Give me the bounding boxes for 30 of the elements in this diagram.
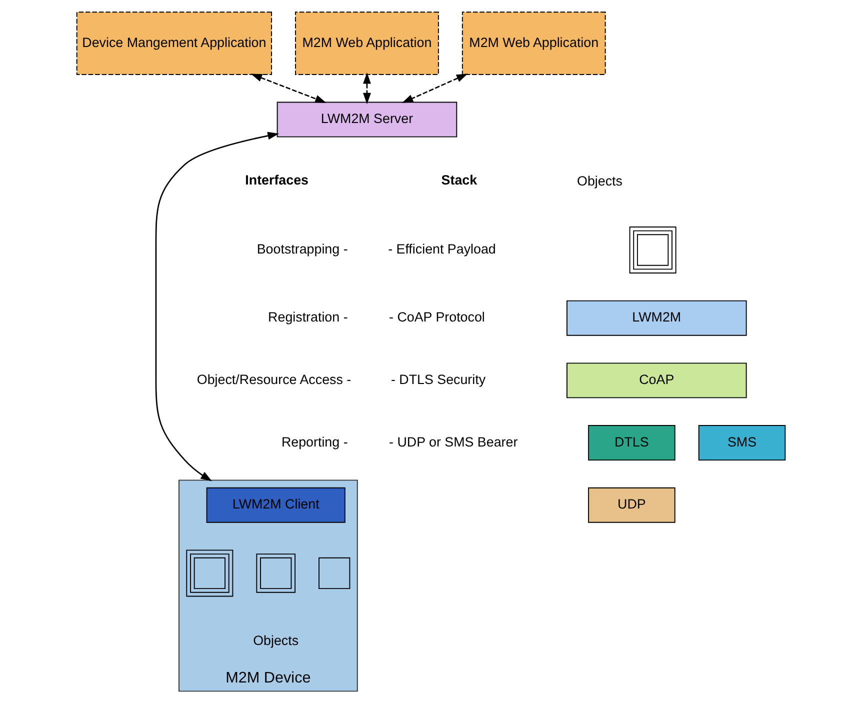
- node-box: LWM2M Client: [206, 487, 346, 523]
- label: Registration -: [268, 310, 348, 325]
- label: Bootstrapping -: [256, 242, 348, 257]
- node-box: [629, 226, 676, 274]
- node-box: SMS: [698, 425, 786, 461]
- node-box: LWM2M Server: [276, 102, 458, 138]
- label: Interfaces: [245, 172, 309, 188]
- label: Objects: [577, 173, 622, 188]
- node-box: M2M Web Application: [462, 12, 606, 75]
- node-box: [256, 554, 296, 593]
- node-box: CoAP: [566, 362, 747, 398]
- node-box: [186, 550, 234, 597]
- arrow: [363, 72, 371, 104]
- label: - Efficient Payload: [388, 242, 496, 257]
- arrow: [402, 74, 468, 104]
- arrow: [155, 132, 280, 482]
- label: Reporting -: [281, 434, 348, 450]
- node-box: [318, 557, 350, 590]
- node-box: LWM2M: [566, 300, 747, 336]
- label: - CoAP Protocol: [389, 310, 485, 325]
- label: Stack: [441, 172, 478, 188]
- node-box: Device Mangement Application: [76, 12, 272, 75]
- label: - DTLS Security: [390, 372, 486, 387]
- node-box: DTLS: [588, 425, 676, 461]
- arrow: [250, 74, 326, 103]
- label: - UDP or SMS Bearer: [389, 434, 518, 450]
- node-box: UDP: [588, 487, 676, 523]
- label: Object/Resource Access -: [196, 372, 352, 387]
- label: Objects: [253, 632, 299, 648]
- node-box: M2M Web Application: [295, 12, 439, 75]
